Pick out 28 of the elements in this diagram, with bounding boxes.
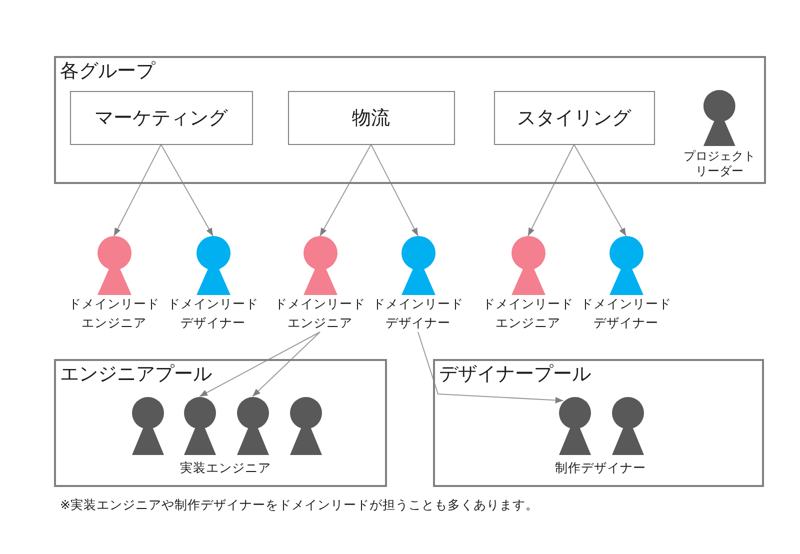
arrow: [199, 332, 320, 397]
role-caption: ドメインリードエンジニア: [274, 295, 366, 332]
arrow: [528, 144, 574, 236]
group-title: エンジニアプール: [60, 363, 212, 385]
team-box: スタイリング: [494, 90, 654, 144]
pool-caption: 実装エンジニア: [180, 460, 271, 476]
role-caption: プロジェクトリーダー: [682, 148, 756, 178]
pool-panel: [54, 359, 387, 487]
arrow: [320, 144, 372, 236]
group-title: デザイナープール: [439, 363, 591, 385]
pool-caption: 制作デザイナー: [555, 460, 646, 476]
arrow: [114, 144, 162, 236]
arrow: [418, 332, 564, 404]
role-caption: ドメインリードエンジニア: [482, 295, 574, 332]
arrow: [370, 144, 418, 236]
group-title: 各グループ: [60, 60, 155, 82]
role-caption: ドメインリードデザイナー: [372, 295, 464, 332]
arrow: [574, 144, 626, 236]
group-panel: [54, 56, 766, 184]
role-caption: ドメインリードデザイナー: [580, 295, 672, 332]
team-box: 物流: [288, 90, 454, 144]
footnote: ※実装エンジニアや制作デザイナーをドメインリードが担うことも多くあります。: [60, 497, 538, 513]
role-caption: ドメインリードデザイナー: [166, 295, 260, 332]
team-box: マーケティング: [70, 90, 252, 144]
arrow: [160, 144, 214, 236]
role-caption: ドメインリードエンジニア: [68, 295, 160, 332]
arrow: [252, 332, 320, 397]
pool-panel: [433, 359, 764, 487]
